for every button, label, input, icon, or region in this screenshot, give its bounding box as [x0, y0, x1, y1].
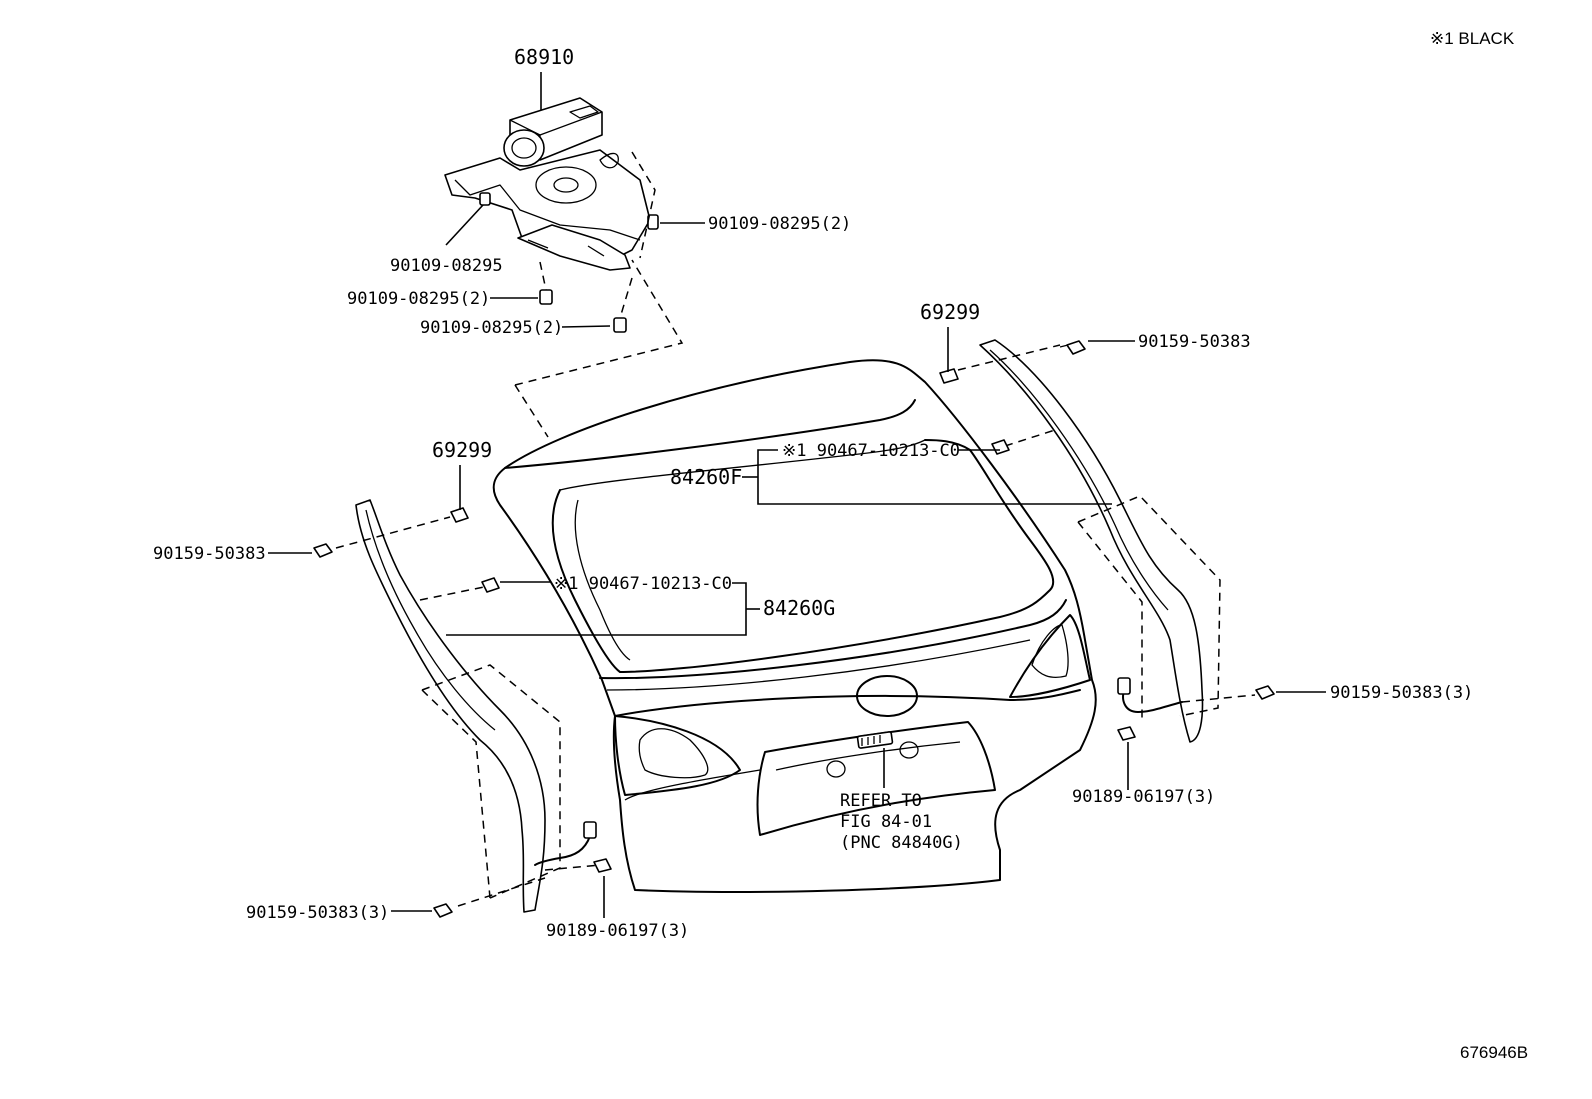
refer-line-3: (PNC 84840G) — [840, 833, 963, 853]
clip-right-top — [939, 368, 959, 384]
label-90109-08295-2-right: 90109-08295(2) — [708, 214, 851, 234]
refer-line-2: FIG 84-01 — [840, 812, 932, 832]
figure-code: 676946B — [1460, 1043, 1528, 1062]
label-90109-08295-2-left: 90109-08295(2) — [347, 289, 490, 309]
label-90159-50383-3-left: 90159-50383(3) — [246, 903, 389, 923]
label-90109-08295-2-lower: 90109-08295(2) — [420, 318, 563, 338]
clip-black-left — [481, 577, 500, 593]
label-90159-50383-3-right: 90159-50383(3) — [1330, 683, 1473, 703]
nut-right — [1117, 726, 1136, 741]
label-84260F: 84260F — [670, 465, 742, 489]
label-90159-50383-left: 90159-50383 — [153, 544, 266, 564]
label-90189-06197-3-left: 90189-06197(3) — [546, 921, 689, 941]
back-door-panel — [492, 359, 1097, 893]
label-69299-left: 69299 — [432, 438, 492, 462]
motor-bolt-c — [613, 317, 627, 333]
nut-left — [593, 858, 612, 873]
leader-lines — [268, 72, 1326, 918]
screw-left-bottom — [433, 903, 453, 918]
motor-bolt-b — [539, 289, 553, 305]
label-90159-50383-right: 90159-50383 — [1138, 332, 1251, 352]
label-90467-left: ※1 90467-10213-C0 — [554, 574, 732, 594]
refer-line-1: REFER TO — [840, 791, 922, 811]
note-label: ※1 BLACK — [1430, 29, 1515, 48]
clip-left-top — [450, 507, 469, 523]
screw-right-top — [1059, 340, 1086, 355]
label-69299-right: 69299 — [920, 300, 980, 324]
clip-black-right — [991, 439, 1010, 455]
label-90109-08295: 90109-08295 — [390, 256, 503, 276]
motor-bolt-a — [479, 192, 491, 206]
label-68910: 68910 — [514, 45, 574, 69]
screw-right-bottom — [1255, 685, 1275, 700]
label-90189-06197-3-right: 90189-06197(3) — [1072, 787, 1215, 807]
label-90467-right: ※1 90467-10213-C0 — [782, 441, 960, 461]
label-84260G: 84260G — [763, 596, 835, 620]
right-trim-84260F — [979, 339, 1204, 743]
left-trim-84260G — [355, 499, 546, 913]
screw-left-top — [313, 543, 333, 558]
motor-assembly — [444, 97, 659, 333]
